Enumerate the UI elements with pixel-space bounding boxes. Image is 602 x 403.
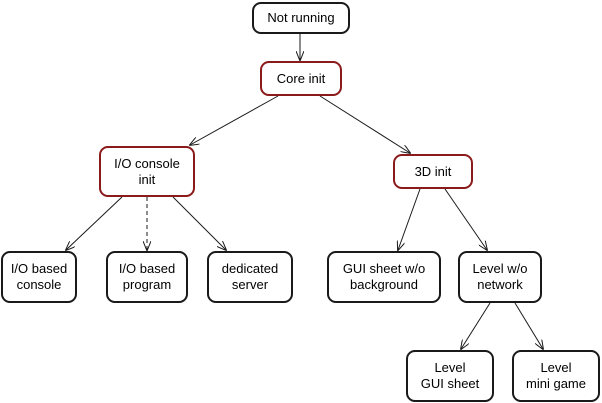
node-not-running: Not running	[252, 2, 350, 34]
node-io-based-console: I/O based console	[1, 251, 77, 303]
edge-init-3d-to-gui-sheet-no-bg	[398, 188, 421, 250]
node-core-init: Core init	[260, 61, 342, 96]
node-level-mini-game: Level mini game	[512, 350, 600, 402]
node-level-without-network: Level w/o network	[458, 251, 542, 303]
edge-level-no-network-to-level-mini-game	[514, 302, 543, 349]
edge-init-3d-to-level-no-network	[444, 188, 487, 250]
node-io-based-program: I/O based program	[106, 251, 188, 303]
edge-io-console-init-to-io-based-console	[66, 196, 123, 250]
edge-level-no-network-to-level-gui-sheet	[461, 302, 491, 349]
edge-io-console-init-to-dedicated-server	[172, 196, 226, 250]
node-dedicated-server: dedicated server	[207, 251, 293, 303]
edge-core-init-to-io-console-init	[190, 95, 279, 145]
node-3d-init: 3D init	[393, 154, 473, 189]
node-gui-sheet-without-background: GUI sheet w/o background	[327, 251, 441, 303]
edge-core-init-to-init-3d	[319, 95, 410, 153]
node-io-console-init: I/O console init	[99, 146, 195, 197]
node-level-gui-sheet: Level GUI sheet	[406, 350, 494, 402]
